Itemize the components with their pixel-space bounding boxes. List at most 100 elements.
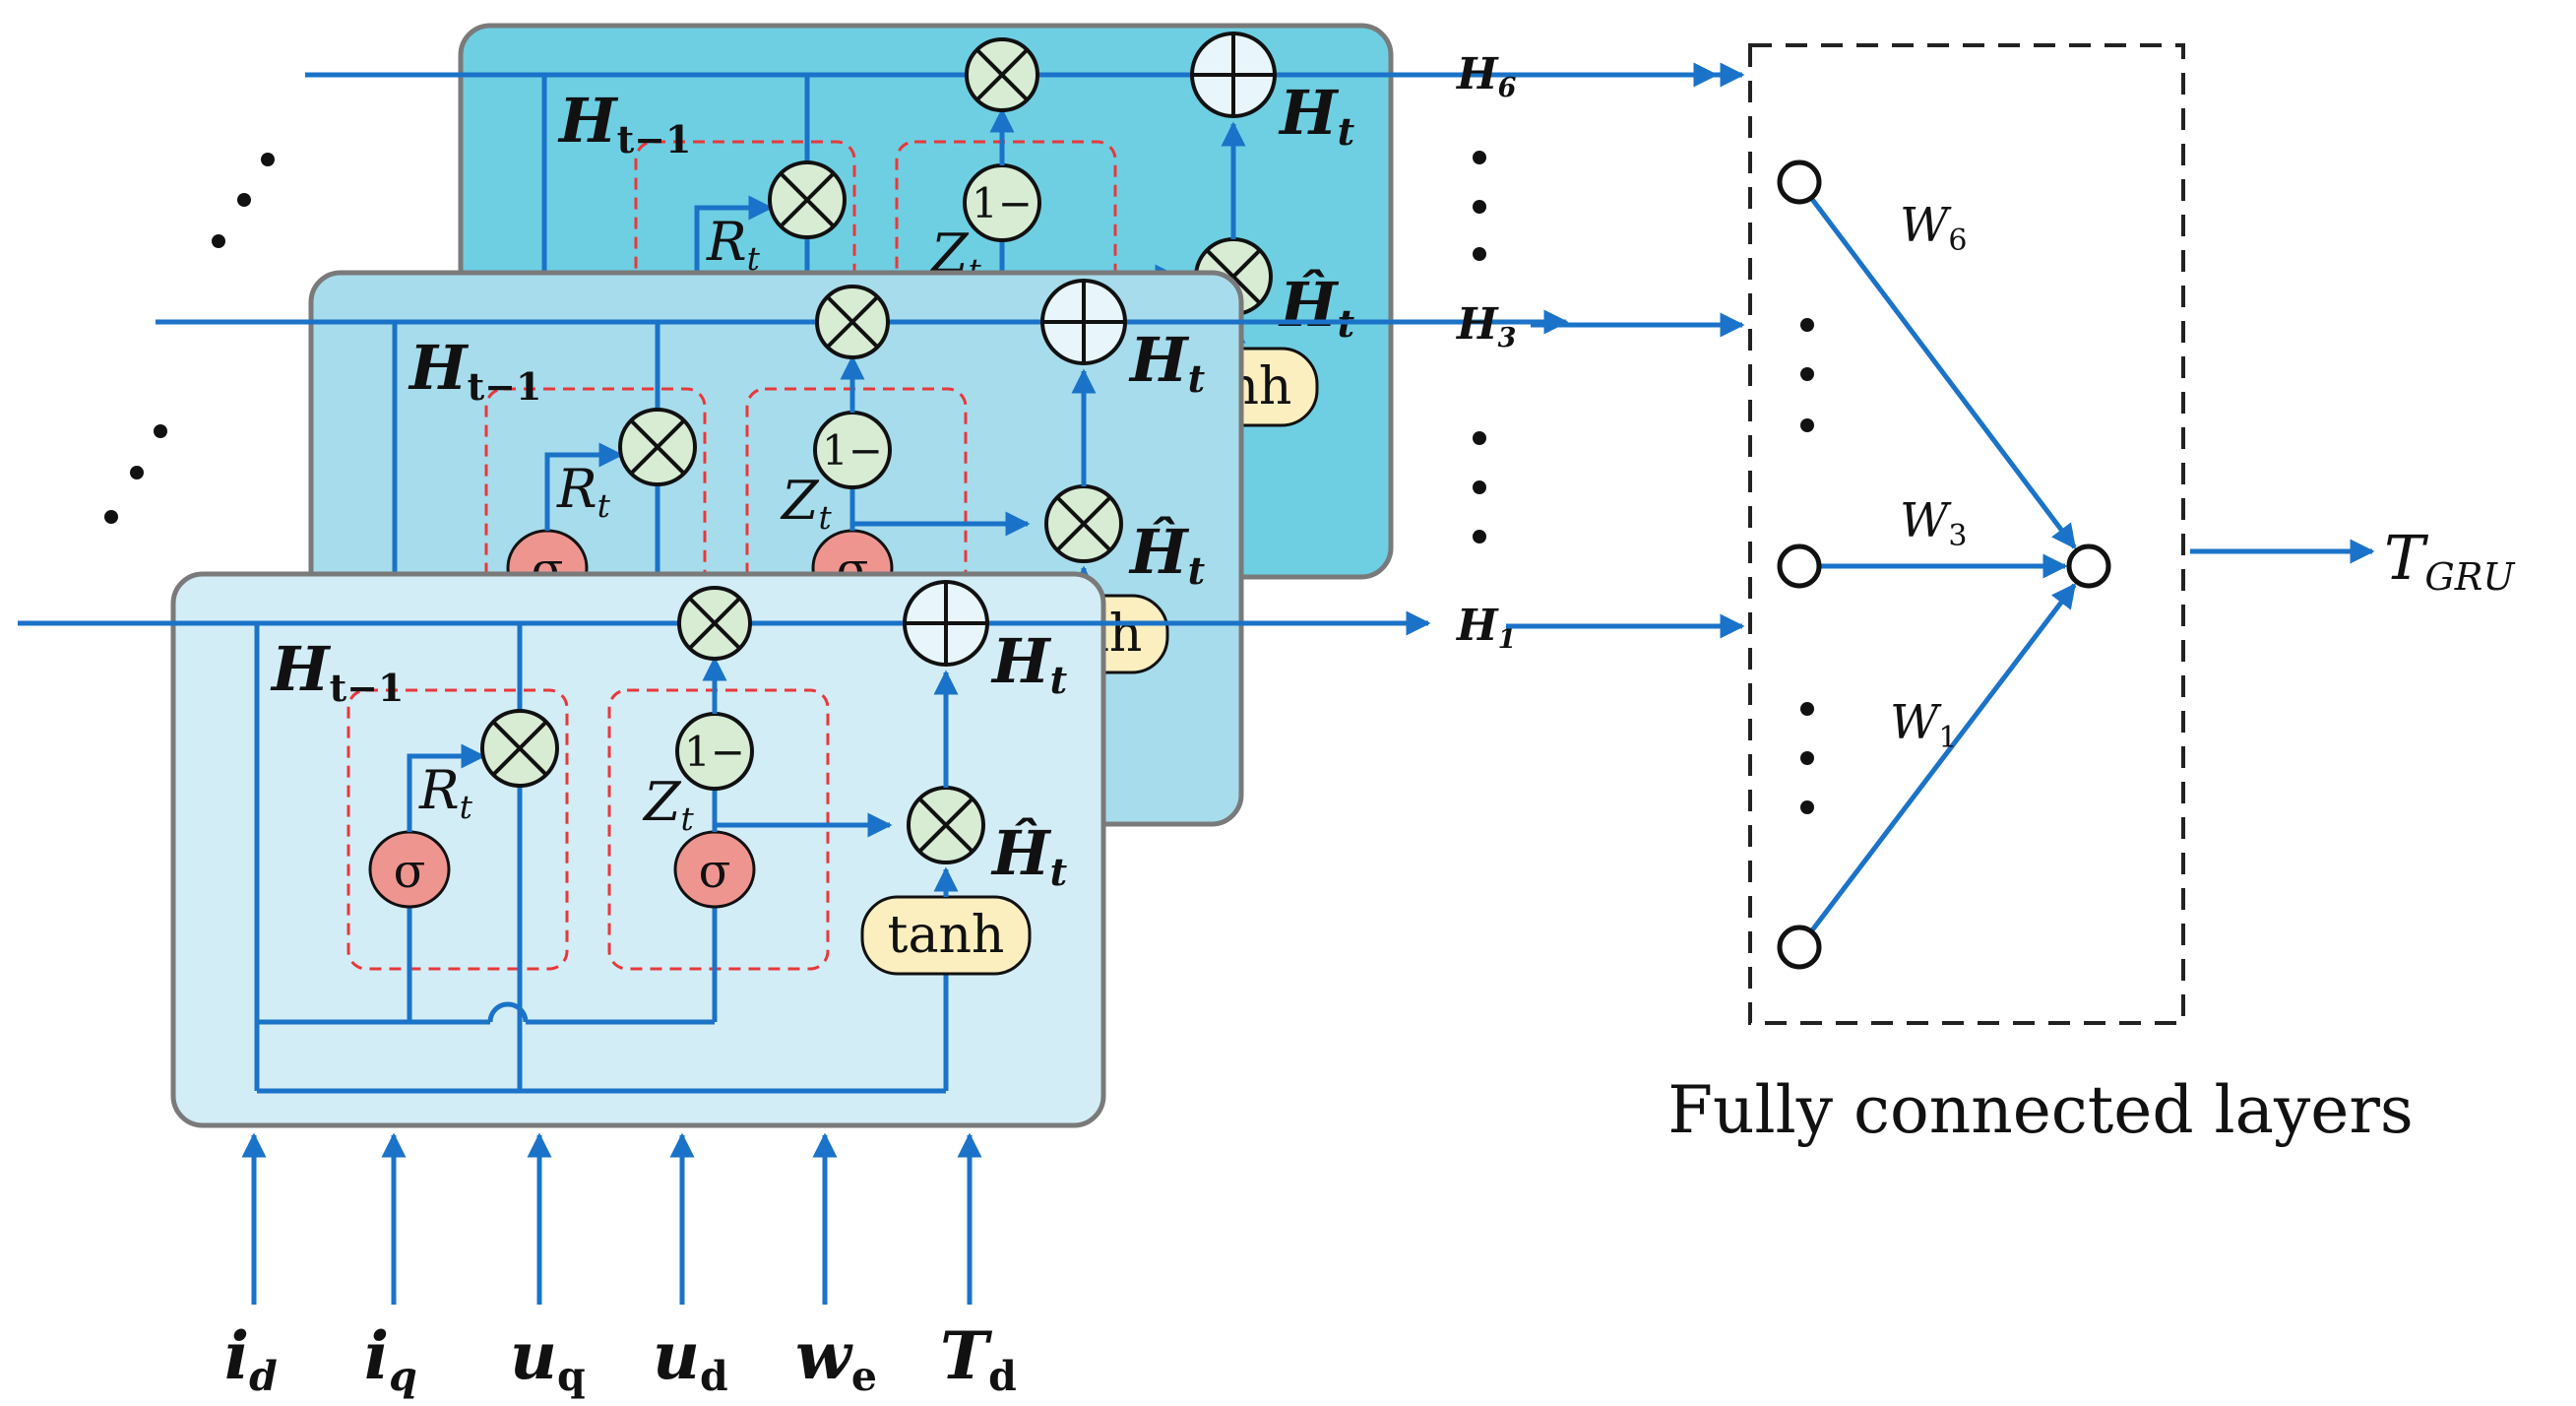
h-prev-label-main: H (408, 332, 470, 404)
h-prev-label: Ht−1 (557, 85, 691, 161)
input-label-iq-main: i (364, 1317, 389, 1394)
input-label-Td-main: T (940, 1317, 993, 1394)
output-label-h6-sub: 6 (1498, 73, 1517, 103)
output-label-h1: H1 (1455, 601, 1516, 655)
reset-label: Rt (706, 211, 761, 278)
candidate-label: Ĥt (990, 817, 1068, 894)
circled-times-stroke (827, 296, 878, 348)
candidate-label-main: Ĥ (990, 817, 1052, 889)
one-minus-label: 1− (822, 426, 883, 475)
neuron-node-icon (1777, 160, 1822, 205)
update-gate-box (607, 688, 830, 971)
final-output-label-main: T (2384, 522, 2429, 594)
weight-label-w6-sub: 6 (1948, 224, 1967, 258)
circled-times-stroke (689, 598, 740, 649)
final-output-label-sub: GRU (2424, 555, 2516, 599)
h-out-label-sub: t (1188, 356, 1206, 401)
reset-label: Rt (556, 458, 611, 525)
candidate-label: Ĥt (1278, 269, 1355, 346)
h-out-label-sub: t (1338, 109, 1355, 154)
reset-label-main: R (418, 759, 460, 821)
input-label-ud-sub: d (700, 1353, 728, 1400)
input-label-iq-sub: q (389, 1353, 417, 1400)
update-label: Zt (642, 771, 695, 838)
sigma-label: σ (394, 844, 426, 899)
circled-times-icon (768, 160, 847, 239)
reset-label-main: R (556, 458, 597, 520)
update-label: Zt (780, 470, 833, 537)
circled-times-stroke (780, 172, 835, 227)
fc-caption: Fully connected layers (1667, 1072, 2414, 1148)
output-ellipsis (1473, 151, 1486, 543)
circled-times-icon (1044, 484, 1123, 563)
update-label-sub: t (819, 498, 833, 537)
weight-label-w1: W1 (1890, 695, 1957, 755)
one-minus-label: 1− (972, 179, 1033, 227)
neuron-node-icon (2066, 543, 2111, 589)
circled-times-icon (677, 586, 752, 661)
h-prev-label: Ht−1 (270, 633, 404, 710)
output-label-h6-main: H (1455, 49, 1499, 99)
h-out-label: Ht (990, 625, 1068, 702)
reset-label-sub: t (460, 788, 473, 826)
candidate-label-main: Ĥ (1128, 516, 1190, 588)
circled-plus-icon (1190, 32, 1277, 118)
weight-label-w1-sub: 1 (1938, 721, 1957, 755)
candidate-label: Ĥt (1128, 516, 1206, 593)
h-out-label: Ht (1128, 324, 1206, 401)
fc-ellipsis-dot (1800, 418, 1814, 432)
input-label-Td: Td (940, 1317, 1017, 1400)
h-prev-label-main: H (270, 633, 332, 705)
cell-panel (170, 571, 1106, 1128)
h-out-label-main: H (1278, 77, 1340, 149)
input-label-we-sub: e (851, 1353, 877, 1400)
reset-line (407, 743, 486, 832)
input-label-Td-sub: d (988, 1353, 1017, 1400)
input-label-id-main: i (224, 1317, 249, 1394)
output-label-h1-sub: 1 (1498, 624, 1517, 655)
fc-box (1748, 43, 2185, 1025)
sigma-gate-icon: σ (368, 830, 451, 909)
fc-ellipsis-dot (1800, 702, 1814, 716)
fc-ellipsis-dot (1800, 751, 1814, 765)
reset-label-sub: t (747, 239, 761, 278)
reset-label-sub: t (597, 486, 611, 525)
neuron-node-icon (1777, 925, 1822, 970)
final-output-label: TGRU (2384, 522, 2516, 599)
circled-plus-icon (1040, 279, 1127, 365)
h-out-label-main: H (990, 625, 1052, 697)
input-label-iq: iq (364, 1317, 417, 1400)
weight-label-w3-main: W (1900, 493, 1952, 548)
h-prev-label-main: H (557, 85, 619, 157)
h-out-label-main: H (1128, 324, 1190, 396)
h-out-label-sub: t (1050, 658, 1068, 702)
tanh-label: tanh (888, 906, 1005, 965)
sigma-label: σ (699, 844, 731, 899)
candidate-label-sub: t (1050, 850, 1068, 894)
circled-plus-icon (903, 580, 989, 667)
layer-ellipsis-lower (104, 424, 167, 524)
circled-times-icon (965, 37, 1039, 112)
reset-label: Rt (418, 759, 473, 826)
weight-label-w3: W3 (1900, 493, 1967, 553)
neuron-node-icon (1777, 543, 1822, 589)
input-label-uq-main: u (510, 1317, 557, 1394)
circled-times-icon (815, 285, 890, 359)
input-label-we-main: w (795, 1317, 853, 1394)
weight-label-w6-main: W (1900, 198, 1952, 253)
input-label-ud: ud (653, 1317, 728, 1400)
h-out-label: Ht (1278, 77, 1355, 154)
input-label-uq-sub: q (557, 1353, 586, 1400)
weight-label-w6: W6 (1900, 198, 1967, 258)
update-label-main: Z (642, 771, 682, 833)
output-label-h6: H6 (1455, 49, 1517, 103)
weight-label-w3-sub: 3 (1948, 519, 1967, 553)
weight-connection (1810, 583, 2077, 931)
reset-line (694, 195, 774, 284)
sigma-gate-icon: σ (673, 830, 756, 909)
